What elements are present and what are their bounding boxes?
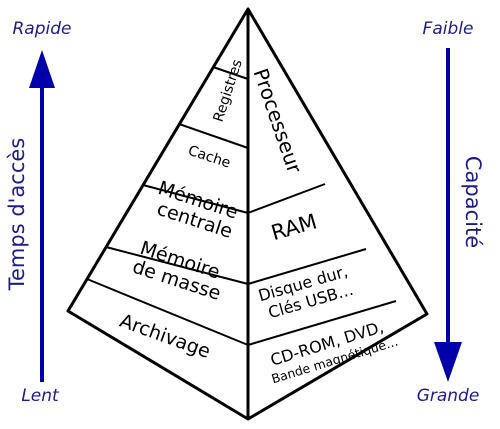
- left-axis-bottom-label: Lent: [21, 386, 60, 406]
- right-axis-title: Capacité: [461, 156, 485, 248]
- left-divider-5: [86, 278, 249, 346]
- right-divider-3: [247, 300, 397, 346]
- down-arrow-icon: [434, 48, 462, 382]
- right-axis-top-label: Faible: [423, 19, 474, 39]
- up-arrow-icon: [29, 50, 55, 382]
- left-divider-4: [105, 246, 249, 285]
- right-divider-1: [247, 183, 326, 214]
- left-axis-title: Temps d'accès: [5, 138, 29, 292]
- right-divider-2: [247, 248, 367, 285]
- pyramid: [66, 7, 429, 421]
- left-axis-top-label: Rapide: [13, 19, 72, 39]
- left-divider-3: [142, 184, 249, 214]
- left-divider-2: [178, 123, 249, 149]
- right-axis-bottom-label: Grande: [417, 386, 480, 406]
- left-divider-1: [212, 66, 249, 80]
